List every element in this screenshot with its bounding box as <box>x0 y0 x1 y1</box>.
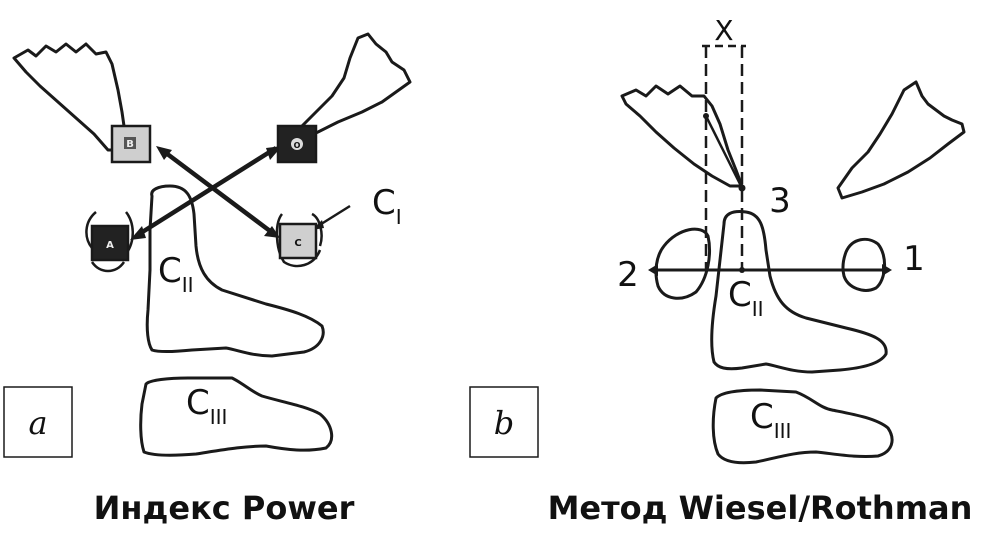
panel-b: X 3 2 1 CII CIII b Метод Wiesel/Rothman <box>469 14 973 527</box>
panel-a-caption: Индекс Power <box>94 489 355 527</box>
left-condyle-outline-a <box>12 42 126 152</box>
c3-vertebra-outline-a <box>139 376 334 457</box>
arrowhead-a <box>130 226 146 240</box>
line-end-left <box>648 264 658 276</box>
panel-b-caption: Метод Wiesel/Rothman <box>548 489 973 527</box>
marker-a-letter: A <box>106 240 114 251</box>
c3-label-a: CIII <box>186 383 227 429</box>
marker-o-letter: O <box>294 141 301 150</box>
arrowhead-c <box>264 226 280 238</box>
dens-intersection-point <box>739 267 745 273</box>
arrow-b-to-c <box>160 148 276 236</box>
marker-b-letter: B <box>126 139 134 150</box>
panel-a-tag: a <box>28 404 47 442</box>
panel-a: B O A C CI CII CIII a Индекс Power <box>3 32 412 527</box>
c1-label-a: CI <box>372 183 402 229</box>
marker-b: B <box>110 124 152 164</box>
c3-vertebra-outline-b <box>711 388 894 465</box>
power-index-arrows <box>130 146 282 240</box>
c2-label-b: CII <box>728 275 764 321</box>
c3-label-b: CIII <box>750 397 791 443</box>
lateral-mass-1 <box>841 237 886 292</box>
line-end-right <box>882 264 892 276</box>
right-condyle-outline-b <box>836 80 966 200</box>
lateral-mass-2 <box>654 227 711 300</box>
right-condyle-outline-a <box>298 32 412 142</box>
panel-b-tag: b <box>494 404 514 442</box>
number-1-label: 1 <box>903 239 925 279</box>
marker-c: C <box>278 222 318 260</box>
c2-label-a: CII <box>158 251 194 297</box>
c2-vertebra-outline-b <box>710 210 888 374</box>
marker-a: A <box>90 224 130 262</box>
number-2-label: 2 <box>617 255 639 295</box>
c2-vertebra-outline-a <box>145 184 325 358</box>
c1-pointer-line-a <box>317 204 351 228</box>
panel-a-tag-box <box>3 386 73 458</box>
x-distance-guides <box>702 44 746 270</box>
panel-b-tag-box <box>469 386 539 458</box>
number-3-label: 3 <box>769 181 791 221</box>
left-condyle-outline-b <box>620 84 744 188</box>
marker-c-letter: C <box>294 238 301 249</box>
condyle-point <box>703 113 709 119</box>
x-label: X <box>714 14 733 47</box>
basion-dens-line <box>704 115 744 189</box>
basion-point <box>738 184 746 192</box>
arrowhead-b <box>156 146 172 160</box>
marker-o: O <box>276 124 318 164</box>
arrow-o-to-a <box>134 146 278 238</box>
